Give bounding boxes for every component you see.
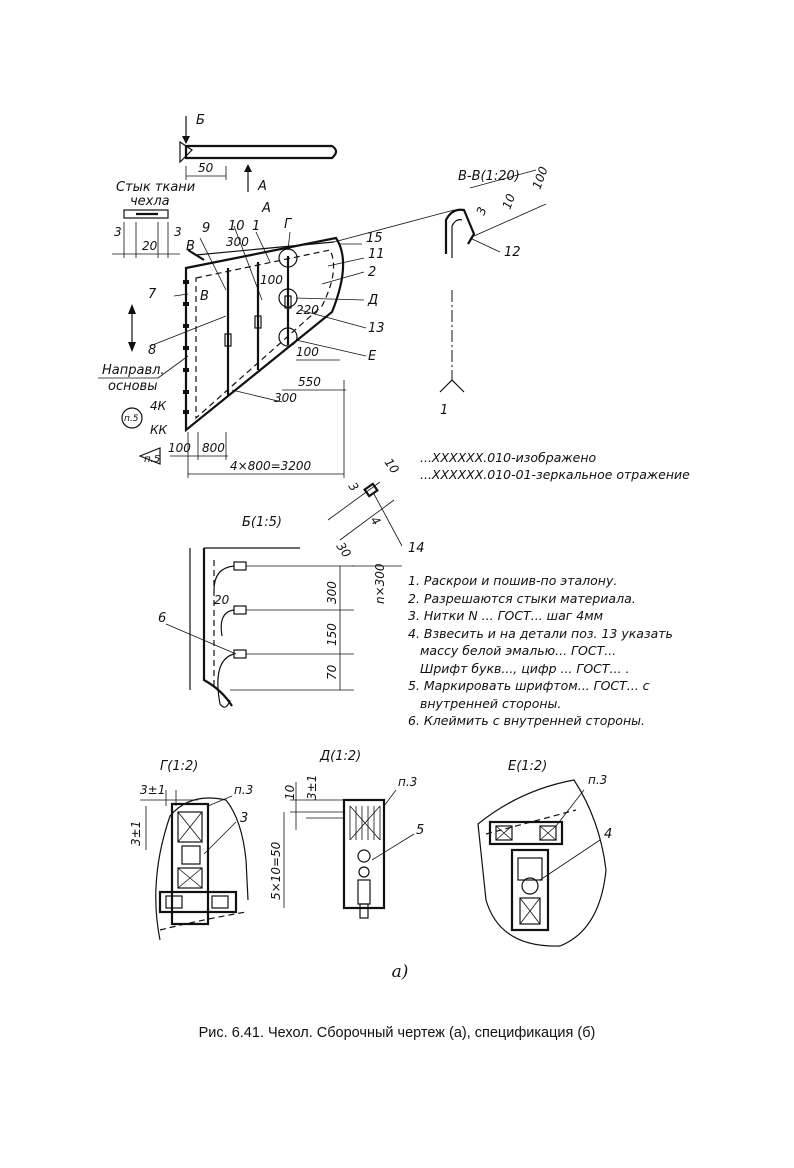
dim-10s: 10: [382, 456, 402, 477]
callout-15: 15: [366, 231, 383, 246]
callout-6: 6: [158, 611, 166, 626]
note-item: 2. Разрешаются стыки материала.: [408, 590, 636, 606]
dim-100v: 100: [530, 164, 551, 191]
variant-item: ...XXXXXX.010-01-зеркальное отражение: [420, 467, 690, 482]
callout-2: 2: [368, 265, 376, 280]
note-item: 4. Взвесить и на детали поз. 13 указать: [408, 625, 673, 641]
sub-figure-label: а): [391, 962, 409, 982]
dim-220: 220: [296, 303, 319, 317]
note-item: 3. Нитки N ... ГОСТ... шаг 4мм: [408, 608, 604, 623]
callout-1: 1: [252, 219, 260, 234]
dim-10g: 10: [283, 784, 297, 800]
callout-9: 9: [202, 221, 210, 236]
dim-300a: 300: [226, 235, 249, 249]
dim-70: 70: [325, 664, 339, 680]
dim-100a: 100: [260, 273, 283, 287]
dim-3a: 3: [114, 225, 122, 239]
dim-300c: 300: [325, 581, 339, 604]
dim-550: 550: [298, 375, 321, 389]
direction-label-1: Направл.: [102, 363, 165, 378]
dim-4s: 4: [368, 514, 384, 528]
note-item: 1. Раскрои и пошив-по эталону.: [408, 573, 618, 588]
dim-3pm1c: 3±1: [305, 775, 319, 800]
joint-label-1: Стык ткани: [116, 180, 195, 195]
view-b: Б(1:5) 300 150 70 n×300 20 6: [158, 515, 402, 708]
label-p3b: п.3: [398, 775, 417, 789]
view-d-title: Д(1:2): [319, 749, 361, 764]
dim-50: 50: [198, 161, 214, 175]
callout-1b: 1: [440, 403, 448, 418]
view-d: Д(1:2) 10 3±1 5×10=50 п.3 5: [269, 749, 424, 919]
figure-caption: Рис. 6.41. Чехол. Сборочный чертеж (а), …: [198, 1025, 596, 1041]
callout-4: 4: [604, 827, 612, 842]
dim-20b: 20: [214, 593, 230, 607]
top-side-view: Б 50 А: [179, 113, 338, 194]
direction-label-2: основы: [108, 379, 157, 394]
section-vv-title: В-В(1:20): [458, 169, 520, 184]
view-e: Е(1:2) п.3 4: [477, 759, 612, 947]
left-edge-eyelets: [183, 280, 189, 414]
dim-100b: 100: [296, 345, 319, 359]
label-v-section: В: [186, 239, 195, 254]
dim-150: 150: [325, 623, 339, 646]
callout-3: 3: [240, 811, 248, 826]
dim-300b: 300: [274, 391, 297, 405]
label-g: Г: [284, 217, 293, 232]
view-g: Г(1:2) 3±1 3±1 п.3 3: [129, 759, 253, 941]
label-a-mid: А: [261, 201, 271, 216]
section-vv: В-В(1:20) 100 10 3 12 1: [439, 164, 551, 418]
dim-30s: 30: [334, 540, 354, 561]
dim-n300: n×300: [373, 563, 387, 604]
dim-3pm1b: 3±1: [129, 821, 143, 846]
label-p3a: п.3: [234, 783, 253, 797]
callout-8: 8: [148, 343, 156, 358]
label-a-top: А: [257, 179, 267, 194]
view-b-title: Б(1:5): [242, 515, 282, 530]
label-e: Е: [368, 349, 377, 364]
label-kk: КК: [150, 423, 168, 437]
dim-3200: 4×800=3200: [230, 459, 312, 473]
dim-800: 800: [202, 441, 225, 455]
label-v-mark: В: [200, 289, 209, 304]
variant-list: ...XXXXXX.010-изображено ...XXXXXX.010-0…: [420, 449, 690, 483]
view-g-title: Г(1:2): [160, 759, 198, 774]
label-b-top: Б: [196, 113, 205, 128]
dim-3b: 3: [174, 225, 182, 239]
technical-notes: 1. Раскрои и пошив-по эталону. 2. Разреш…: [408, 572, 698, 730]
callout-13: 13: [368, 321, 385, 336]
label-p3c: п.3: [588, 773, 607, 787]
callout-12: 12: [504, 245, 521, 260]
note-item: массу белой эмалью... ГОСТ...: [420, 643, 617, 658]
label-p5-circle: п.5: [124, 414, 139, 424]
fabric-joint-detail: Стык ткани чехла 3 20 3: [112, 180, 195, 258]
main-panel: А В В 300 100 22: [98, 201, 455, 478]
callout-5: 5: [416, 823, 424, 838]
callout-10: 10: [228, 219, 245, 234]
dim-3pm1a: 3±1: [140, 783, 165, 797]
label-d: Д: [367, 293, 378, 308]
dim-5x10: 5×10=50: [269, 841, 283, 900]
note-item: 5. Маркировать шрифтом... ГОСТ... с: [408, 678, 650, 693]
dim-20: 20: [142, 239, 158, 253]
dim-3s: 3: [346, 480, 362, 494]
callout-7: 7: [148, 287, 157, 302]
callout-14: 14: [408, 541, 425, 556]
joint-label-2: чехла: [130, 194, 170, 209]
dim-10v: 10: [500, 192, 519, 211]
variant-item: ...XXXXXX.010-изображено: [420, 450, 597, 465]
view-e-title: Е(1:2): [508, 759, 547, 774]
callout-11: 11: [368, 247, 385, 262]
dim-3v: 3: [474, 205, 490, 217]
label-p5b: п.5: [144, 454, 160, 465]
note-item: 6. Клеймить с внутренней стороны.: [408, 713, 645, 728]
note-item: Шрифт букв..., цифр ... ГОСТ... .: [420, 660, 630, 676]
note-item: внутренней стороны.: [420, 695, 562, 711]
stitch-detail: 10 3 4 30 14: [327, 456, 425, 561]
dim-100c: 100: [168, 441, 191, 455]
label-4k: 4К: [150, 399, 167, 413]
